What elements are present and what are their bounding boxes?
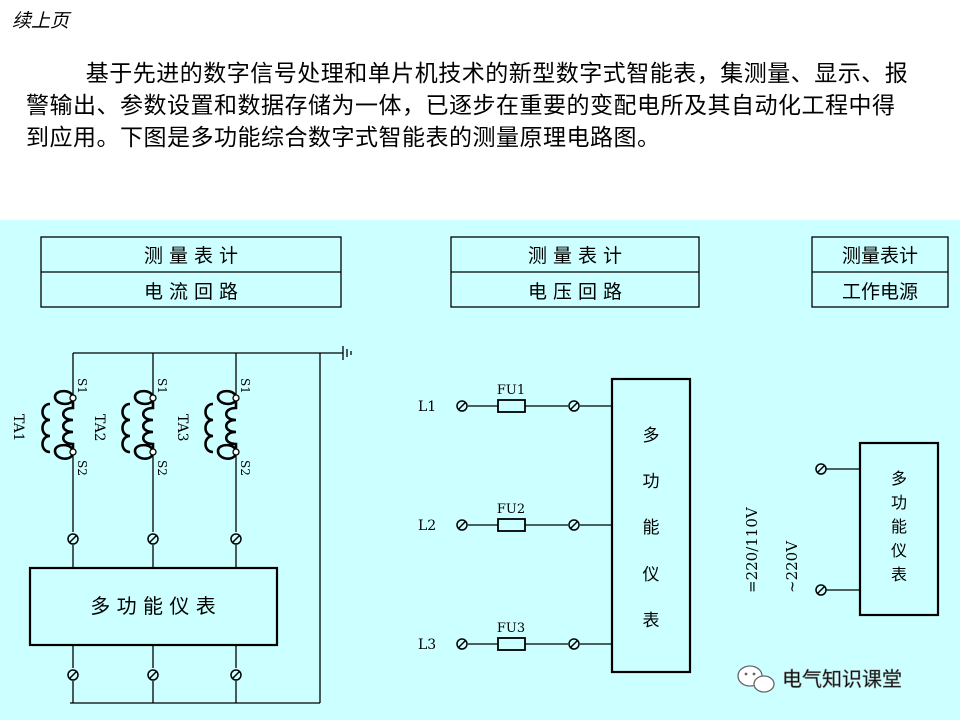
terminal-icon [230, 669, 242, 681]
voltage-title-1: 测 量 表 计 [528, 245, 622, 267]
power-title-1: 测量表计 [842, 245, 918, 267]
power-title-2: 工作电源 [842, 281, 918, 303]
terminal-icon [456, 519, 468, 531]
current-section-title: 测 量 表 计 电 流 回 路 [40, 236, 342, 308]
ta3-s2: S2 [238, 460, 252, 476]
terminal-icon [230, 533, 242, 545]
power-supply-circuit: 多 功 能 仪 表 =220/110V ~220V [743, 441, 940, 617]
current-circuit [70, 346, 352, 704]
ta1-s2: S2 [75, 460, 89, 476]
fuse-fu3 [497, 637, 526, 651]
terminal-icon [568, 638, 580, 650]
line-l2-label: L2 [418, 518, 436, 534]
power-meter-char-5: 表 [891, 565, 907, 584]
supply-dc-label: =220/110V [743, 506, 761, 593]
terminal-icon [568, 400, 580, 412]
intro-paragraph: 基于先进的数字信号处理和单片机技术的新型数字式智能表，集测量、显示、报警输出、参… [26, 61, 909, 151]
line-l1-label: L1 [418, 399, 436, 415]
current-transformer-ta1: TA1 S1 S2 [10, 378, 89, 476]
power-meter-box [858, 441, 940, 617]
voltage-meter-char-5: 表 [643, 611, 660, 631]
fuse-fu1 [497, 399, 526, 413]
terminal-icon [456, 400, 468, 412]
terminal-icon [456, 638, 468, 650]
voltage-meter-char-2: 功 [643, 472, 660, 492]
watermark: 电气知识课堂 [737, 665, 902, 693]
fu2-label: FU2 [497, 502, 525, 517]
voltage-meter-box [610, 377, 692, 674]
fuse-fu2 [497, 518, 526, 532]
fu1-label: FU1 [497, 383, 525, 398]
voltage-meter-char-3: 能 [643, 518, 660, 538]
ta3-s1: S1 [238, 378, 252, 394]
supply-ac-label: ~220V [783, 540, 801, 593]
terminal-icon [147, 669, 159, 681]
ta1-s1: S1 [75, 378, 89, 394]
line-l3-label: L3 [418, 637, 436, 653]
voltage-meter-char-1: 多 [643, 426, 660, 446]
terminal-icon [67, 533, 79, 545]
watermark-text: 电气知识课堂 [782, 667, 902, 691]
ta2-s2: S2 [155, 460, 169, 476]
ta2-s1: S1 [155, 378, 169, 394]
voltage-section-title: 测 量 表 计 电 压 回 路 [450, 236, 700, 308]
current-meter-box: 多 功 能 仪 表 [28, 566, 279, 647]
power-section-title: 测量表计 工作电源 [811, 236, 949, 308]
fu3-label: FU3 [497, 621, 525, 636]
ta3-label: TA3 [174, 414, 190, 442]
current-transformer-ta2: TA2 S1 S2 [91, 378, 169, 476]
power-meter-char-3: 能 [891, 517, 907, 536]
terminal-icon [67, 669, 79, 681]
current-title-1: 测 量 表 计 [144, 245, 238, 267]
power-meter-char-1: 多 [891, 469, 907, 488]
terminal-icon [147, 533, 159, 545]
voltage-circuit: L1 L2 L3 FU1 FU2 FU3 多 功 能 仪 表 [418, 377, 692, 674]
terminal-icon [815, 584, 827, 596]
power-meter-char-4: 仪 [891, 541, 907, 560]
ta1-label: TA1 [10, 414, 26, 442]
voltage-title-2: 电 压 回 路 [528, 281, 622, 303]
power-meter-char-2: 功 [891, 493, 907, 512]
continued-label: 续上页 [12, 10, 70, 32]
diagram-panel [0, 220, 960, 720]
voltage-meter-char-4: 仪 [643, 565, 660, 585]
wechat-icon [737, 665, 775, 693]
terminal-icon [815, 463, 827, 475]
current-transformer-ta3: TA3 S1 S2 [174, 378, 252, 476]
ta2-label: TA2 [91, 414, 107, 442]
current-meter-label: 多 功 能 仪 表 [90, 594, 215, 618]
terminal-icon [568, 519, 580, 531]
current-title-2: 电 流 回 路 [144, 281, 238, 303]
